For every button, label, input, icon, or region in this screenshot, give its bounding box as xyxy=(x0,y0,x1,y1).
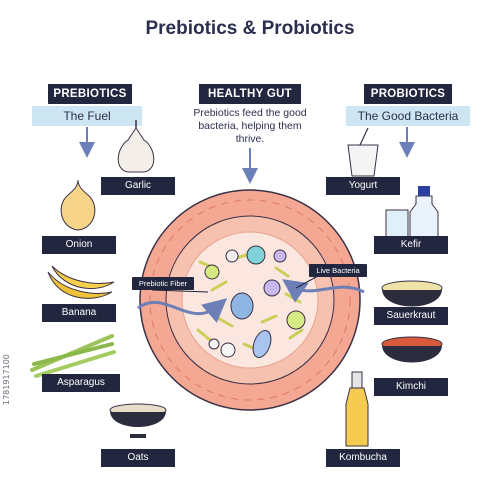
kombucha-bottle-icon xyxy=(345,371,369,447)
watermark-id: 1781917100 xyxy=(2,354,11,406)
yogurt-icon xyxy=(347,127,379,177)
kimchi-bowl-icon xyxy=(381,336,443,363)
prebiotic-fiber-label: Prebiotic Fiber xyxy=(132,277,194,290)
healthy-gut-header: HEALTHY GUT xyxy=(199,84,301,104)
live-bacteria-label: Live Bacteria xyxy=(309,264,367,277)
sauerkraut-bowl-icon xyxy=(381,280,443,307)
food-label-oats: Oats xyxy=(101,449,175,467)
gut-cross-section xyxy=(137,189,365,411)
prebiotics-header: PREBIOTICS xyxy=(48,84,132,104)
food-label-garlic: Garlic xyxy=(101,177,175,195)
food-label-sauerkraut: Sauerkraut xyxy=(374,307,448,325)
garlic-icon xyxy=(117,120,155,173)
food-label-yogurt: Yogurt xyxy=(326,177,400,195)
food-label-kefir: Kefir xyxy=(374,236,448,254)
onion-icon xyxy=(60,179,96,231)
food-label-asparagus: Asparagus xyxy=(42,374,120,392)
asparagus-icon xyxy=(30,334,116,378)
food-label-onion: Onion xyxy=(42,236,116,254)
food-label-kimchi: Kimchi xyxy=(374,378,448,396)
probiotics-subtitle: The Good Bacteria xyxy=(346,106,470,126)
oats-bowl-icon xyxy=(109,403,167,438)
healthy-gut-description: Prebiotics feed the good bacteria, helpi… xyxy=(193,107,307,145)
page-title: Prebiotics & Probiotics xyxy=(145,18,355,39)
probiotics-header: PROBIOTICS xyxy=(364,84,452,104)
prebiotics-subtitle: The Fuel xyxy=(32,106,142,126)
banana-icon xyxy=(47,265,115,299)
food-label-banana: Banana xyxy=(42,304,116,322)
food-label-kombucha: Kombucha xyxy=(326,449,400,467)
